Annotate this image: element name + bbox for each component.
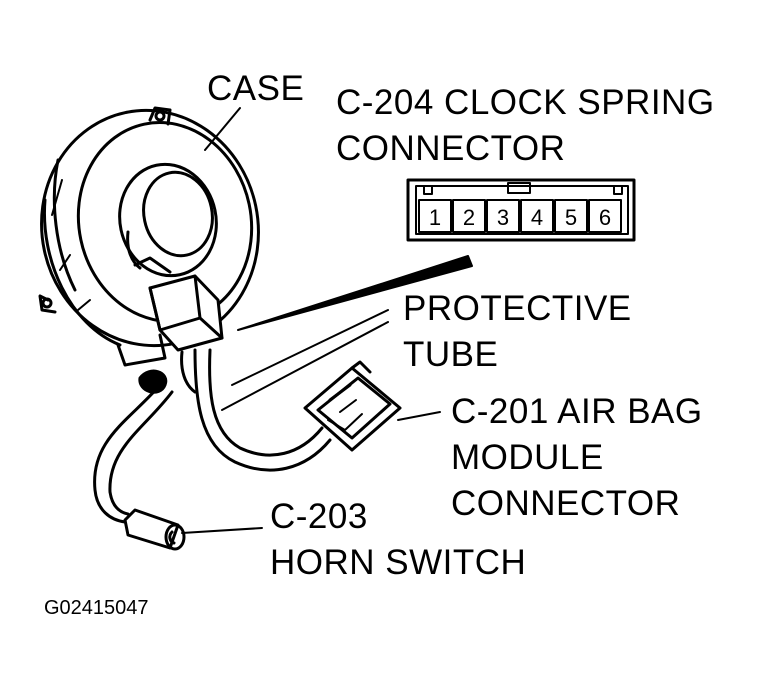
pin-4: 4	[531, 205, 543, 230]
protective-tube-leader-line-2	[221, 321, 389, 411]
horn-switch-connector	[123, 508, 186, 551]
horn-switch-label-line2: HORN SWITCH	[270, 543, 527, 582]
case-label: CASE	[207, 69, 305, 108]
clock-spring-connector-label-line1: C-204 CLOCK SPRING	[336, 83, 715, 122]
airbag-module-connector	[303, 360, 402, 452]
protective-tube-label-line2: TUBE	[403, 335, 499, 374]
airbag-connector-label-line3: CONNECTOR	[451, 484, 681, 523]
pin-6: 6	[599, 205, 611, 230]
protective-tube-wires	[93, 348, 332, 524]
protective-tube-label-line1: PROTECTIVE	[403, 289, 632, 328]
case-leader-line	[204, 107, 241, 151]
pin-2: 2	[463, 205, 475, 230]
horn-leader-line	[181, 527, 263, 534]
airbag-connector-label-line2: MODULE	[451, 438, 604, 477]
pin-3: 3	[497, 205, 509, 230]
airbag-connector-label-line1: C-201 AIR BAG	[451, 392, 703, 431]
clock-spring-case	[38, 106, 260, 348]
pin-1: 1	[429, 205, 441, 230]
case-connector-housing	[116, 274, 224, 394]
connector-pinout-detail	[406, 178, 636, 242]
clock-spring-hub	[118, 162, 218, 278]
connector-pin-numbers: 1 2 3 4 5 6	[429, 205, 611, 230]
leader-lines	[181, 107, 441, 534]
connector-detail-pointer	[237, 255, 473, 331]
clock-spring-connector-label-line2: CONNECTOR	[336, 129, 566, 168]
airbag-leader-line	[397, 411, 441, 421]
horn-switch-label-line1: C-203	[270, 497, 368, 536]
pin-5: 5	[565, 205, 577, 230]
protective-tube-leader-line-1	[231, 309, 389, 386]
figure-id: G02415047	[44, 597, 149, 619]
